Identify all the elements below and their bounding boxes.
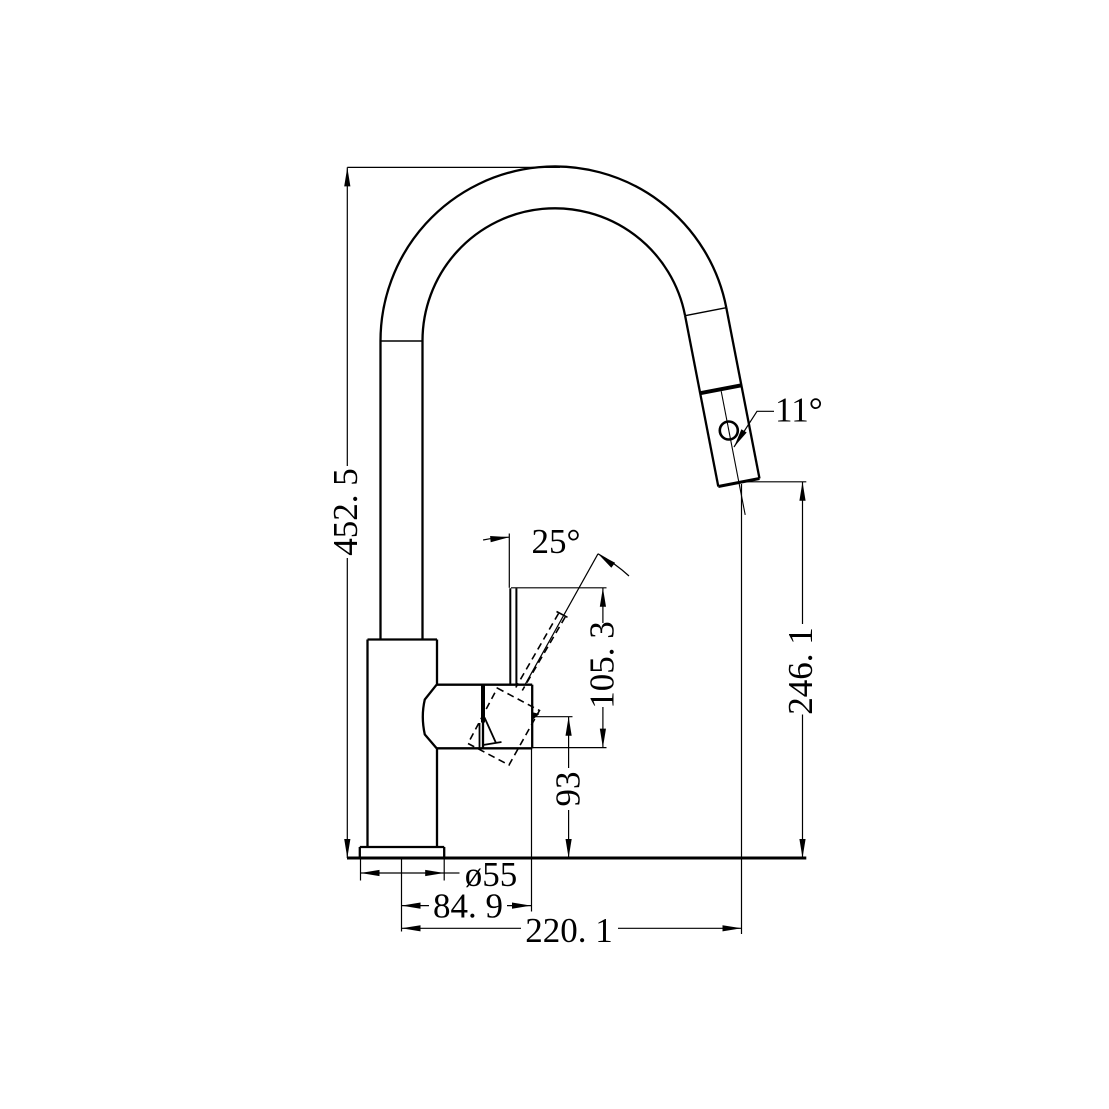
arrow-11-leader (734, 429, 747, 447)
arrow-25-left (490, 536, 510, 543)
arrow-25-right (598, 553, 616, 568)
handle-tilted-position (466, 610, 568, 767)
arrow-93-bottom (565, 839, 572, 858)
arrow-2201-left (401, 925, 421, 932)
label-overall-height: 452. 5 (326, 468, 365, 556)
handle-cam-edge-a (483, 717, 497, 744)
label-handle-angle: 25° (532, 522, 581, 561)
label-spout-reach: 220. 1 (525, 911, 613, 950)
dimension-labels: 452. 5 246. 1 105. 3 93 ø55 84. 9 220. 1… (326, 391, 823, 951)
arrow-246-bottom (799, 839, 806, 858)
arrow-105-bottom (599, 728, 606, 748)
dimension-lines (346, 166, 807, 934)
spout-drop-left-edge (683, 315, 720, 487)
label-handle-reach: 84. 9 (433, 887, 503, 926)
handle-cam-edge-b (482, 741, 502, 746)
label-handle-rise: 105. 3 (582, 621, 621, 709)
spray-head-button (718, 420, 740, 441)
arrow-dia-right (425, 869, 445, 877)
handle-lever-tilted-left-edge (515, 613, 560, 688)
body-nose-profile (421, 683, 438, 750)
handle-cam-detail (478, 717, 502, 748)
spout-drop-right-edge (725, 307, 761, 479)
arrow-849-left (401, 902, 421, 909)
label-spray-head-angle: 11° (775, 391, 823, 430)
handle-socket-tilted-outline (466, 687, 541, 767)
faucet-outline (358, 165, 761, 858)
arrow-452-top (344, 167, 351, 187)
spray-head-joint-line (699, 383, 742, 396)
angle-ref-line-lever (524, 553, 599, 685)
label-spout-inlet-height: 93 (549, 772, 588, 807)
label-base-diameter: ø55 (465, 855, 518, 894)
arrow-2201-right (722, 925, 742, 932)
spout-drop-joint-line (684, 306, 727, 317)
arrow-849-right (512, 902, 531, 909)
label-outlet-clearance: 246. 1 (781, 627, 820, 715)
handle-lever-tilted-right-edge (521, 616, 566, 691)
handle-lever-tilted-tip-cap (556, 610, 568, 619)
spout-inner-arc (421, 207, 687, 342)
arrow-93-top (565, 716, 572, 736)
arrow-105-top (599, 587, 606, 607)
dimension-arrowheads (344, 167, 806, 932)
arrow-246-top (799, 481, 806, 501)
arrow-dia-left (360, 869, 380, 877)
arrow-452-bottom (344, 839, 351, 858)
